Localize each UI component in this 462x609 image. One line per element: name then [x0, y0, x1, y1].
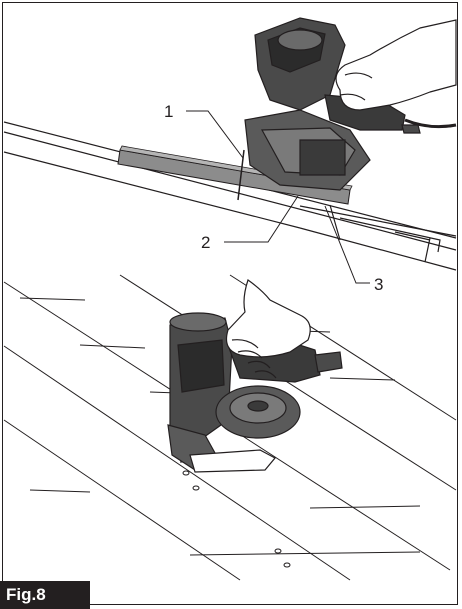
lower-nailer — [167, 312, 343, 473]
nail-heads — [182, 470, 291, 568]
callout-3-label: 3 — [374, 275, 384, 294]
upper-hand — [335, 19, 457, 111]
protruding-nails — [329, 204, 431, 263]
figure-tag: Fig.8 — [0, 581, 90, 609]
callout-1-label: 1 — [164, 102, 174, 121]
callout-2-label: 2 — [201, 233, 211, 252]
leader-3 — [324, 205, 370, 284]
leader-1 — [186, 110, 244, 159]
upper-nailer — [237, 17, 457, 201]
lower-hand — [225, 279, 311, 379]
callout-leaders — [186, 110, 370, 284]
upper-roof-scene — [3, 121, 457, 271]
leader-2 — [224, 195, 299, 243]
